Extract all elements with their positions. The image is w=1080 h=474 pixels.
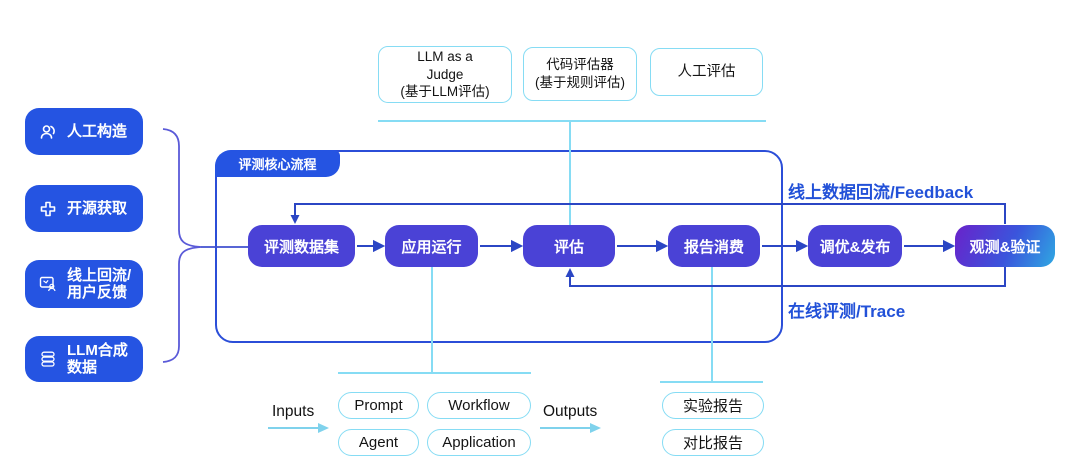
trace-arrow-head [565, 268, 575, 277]
trace-label: 在线评测/Trace [788, 302, 906, 321]
plus-icon [40, 201, 56, 216]
outputs-label: Outputs [543, 403, 598, 420]
report-experiment: 实验报告 [662, 392, 764, 419]
target-label: Prompt [354, 397, 403, 414]
database-icon [41, 351, 55, 367]
report-label: 对比报告 [682, 435, 743, 452]
source-label: 开源获取 [67, 199, 128, 217]
inputs-arrow-head [318, 423, 329, 433]
step-label: 报告消费 [683, 238, 744, 256]
outputs-arrow-head [590, 423, 601, 433]
pipeline-title-tab: 评测核心流程 [215, 150, 340, 177]
step-evaluate: 评估 [523, 225, 615, 267]
sources-brace [162, 128, 202, 363]
step-label: 观测&验证 [969, 238, 1041, 256]
report-comparison: 对比报告 [662, 429, 764, 456]
evaluator-label: 人工评估 [677, 63, 736, 80]
step-eval-dataset: 评测数据集 [248, 225, 355, 267]
evaluator-llm-as-judge: LLM as a Judge (基于LLM评估) [378, 46, 512, 103]
source-manual-construction: 人工构造 [25, 108, 143, 155]
step-observe-verify: 观测&验证 [955, 225, 1055, 267]
source-label: 线上回流/ 用户反馈 [67, 266, 132, 301]
step-app-run: 应用运行 [385, 225, 478, 267]
pipeline-title: 评测核心流程 [238, 157, 317, 172]
target-label: Application [442, 434, 516, 451]
evaluator-human: 人工评估 [650, 48, 763, 96]
trace-loop-line [569, 267, 1006, 287]
source-open-source: 开源获取 [25, 185, 143, 232]
person-icon [40, 124, 55, 139]
step-report-consume: 报告消费 [668, 225, 760, 267]
step-label: 评估 [553, 238, 584, 256]
inputs-label: Inputs [272, 403, 315, 420]
target-prompt: Prompt [338, 392, 419, 419]
target-agent: Agent [338, 429, 419, 456]
feedback-label: 线上数据回流/Feedback [788, 183, 974, 202]
source-online-reflux-feedback: 线上回流/ 用户反馈 [25, 260, 143, 308]
step-tune-release: 调优&发布 [808, 225, 902, 267]
target-label: Workflow [448, 397, 510, 414]
source-label: 人工构造 [67, 122, 128, 140]
target-label: Agent [358, 434, 399, 451]
flow-arrows [357, 239, 956, 253]
step-label: 评测数据集 [263, 238, 339, 256]
feedback-arrow-head [290, 215, 300, 224]
feedback-loop-line [294, 203, 1006, 224]
evaluator-label: LLM as a Judge (基于LLM评估) [400, 49, 490, 100]
monitor-user-icon [39, 276, 56, 292]
evaluator-label: 代码评估器 (基于规则评估) [535, 57, 625, 90]
evaluator-code-evaluator: 代码评估器 (基于规则评估) [523, 47, 637, 101]
report-label: 实验报告 [682, 398, 743, 415]
source-llm-synthetic-data: LLM合成 数据 [25, 336, 143, 382]
source-label: LLM合成 数据 [67, 341, 128, 376]
step-label: 应用运行 [401, 238, 462, 256]
step-label: 调优&发布 [819, 238, 891, 256]
target-workflow: Workflow [427, 392, 531, 419]
target-application: Application [427, 429, 531, 456]
